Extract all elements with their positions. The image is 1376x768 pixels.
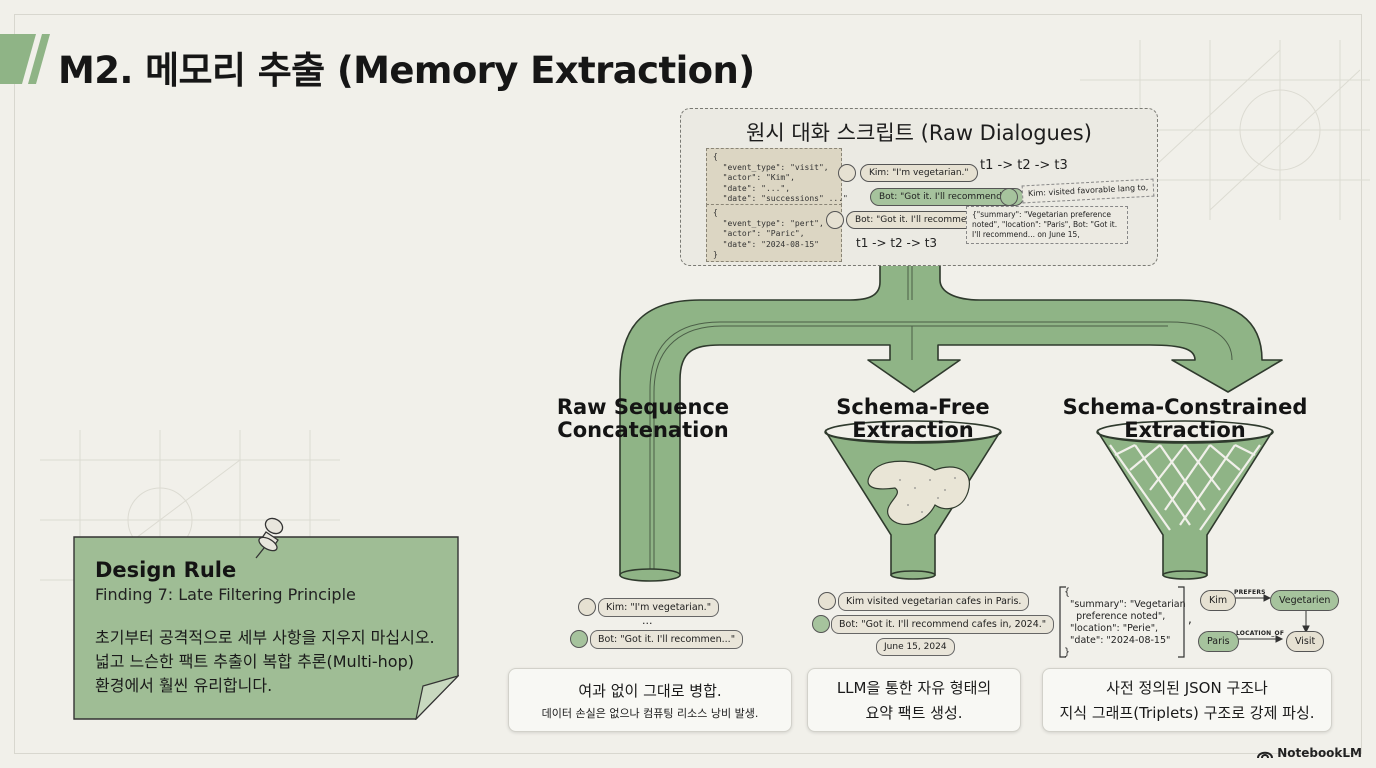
brand-watermark: NotebookLM <box>1257 746 1362 760</box>
method-label-schema-free: Schema-Free Extraction <box>773 396 1053 442</box>
triplet-node-vegetarian: Vegetarien <box>1270 590 1340 611</box>
design-rule-line2: 넓고 느슨한 팩트 추출이 복합 추론(Multi-hop) <box>95 652 414 671</box>
json-bracket-icon <box>1059 586 1185 658</box>
user-avatar-icon-4 <box>818 592 836 610</box>
design-rule-subtitle: Finding 7: Late Filtering Principle <box>95 585 356 604</box>
desc-free-line1: LLM을 통한 자유 형태의 <box>836 679 992 697</box>
design-rule-line3: 환경에서 훨씬 유리합니다. <box>95 676 273 695</box>
design-rule-title: Design Rule <box>95 558 237 582</box>
raw-dialogues-title: 원시 대화 스크립트 (Raw Dialogues) <box>746 121 1092 145</box>
slide-frame <box>14 14 1362 754</box>
method-label-schema-constrained: Schema-Constrained Extraction <box>1045 396 1325 442</box>
method-label-schema-constrained-line2: Extraction <box>1124 418 1246 442</box>
notebooklm-logo-icon <box>1257 751 1274 759</box>
triplet-node-paris: Paris <box>1198 631 1239 652</box>
desc-raw-line1: 여과 없이 그대로 병합. <box>578 681 722 700</box>
user-avatar-icon-3 <box>578 598 596 616</box>
pushpin-icon <box>255 517 284 559</box>
raw-example-user: Kim: "I'm vegetarian." <box>598 598 720 617</box>
triplet-node-kim: Kim <box>1200 590 1237 611</box>
method-label-raw-line2: Concatenation <box>557 418 729 442</box>
triplet-node-visit: Visit <box>1286 631 1325 652</box>
free-example-bot: Bot: "Got it. I'll recommend cafes in, 2… <box>831 615 1055 634</box>
bot-avatar-icon-3 <box>812 615 830 633</box>
desc-constrained-line1: 사전 정의된 JSON 구조나 <box>1106 679 1268 697</box>
method-label-schema-free-line1: Schema-Free <box>836 395 990 419</box>
free-example-date: June 15, 2024 <box>876 638 955 656</box>
raw-sequence-2: t1 -> t2 -> t3 <box>856 236 938 250</box>
raw-example-ellipsis: ... <box>642 614 653 627</box>
bot-avatar-icon-2 <box>570 630 588 648</box>
raw-sequence-1: t1 -> t2 -> t3 <box>980 158 1068 173</box>
desc-card-schema-free: LLM을 통한 자유 형태의 요약 팩트 생성. <box>807 668 1021 732</box>
user-avatar-icon <box>838 164 856 182</box>
triplet-edge-location: LOCATION_OF <box>1236 630 1285 637</box>
raw-json-card-2: { "event_type": "pert", "actor": "Paric"… <box>706 204 842 262</box>
design-rule-line1: 초기부터 공격적으로 세부 사항을 지우지 마십시오. <box>95 628 435 647</box>
method-label-schema-free-line2: Extraction <box>852 418 974 442</box>
triplet-graph-edges <box>1230 594 1310 643</box>
raw-bubble-user: Kim: "I'm vegetarian." <box>860 164 978 182</box>
free-example-user: Kim visited vegetarian cafes in Paris. <box>838 592 1030 611</box>
title-accent-bar <box>0 34 50 84</box>
raw-bubble-bot: Bot: "Got it. I'll recommend..." <box>870 188 1024 206</box>
bot-avatar-icon <box>1000 188 1018 206</box>
constrained-json-result: { "summary": "Vegetarian preference note… <box>1064 587 1186 658</box>
method-label-raw-line1: Raw Sequence <box>556 395 730 419</box>
method-label-raw: Raw Sequence Concatenation <box>503 396 783 442</box>
desc-constrained-line2: 지식 그래프(Triplets) 구조로 강제 파싱. <box>1059 704 1315 722</box>
design-rule-note <box>73 536 459 720</box>
desc-card-raw: 여과 없이 그대로 병합. 데이터 손실은 없으나 컴퓨팅 리소스 낭비 발생. <box>508 668 792 732</box>
triplet-edge-prefers: PREFERS <box>1234 589 1266 596</box>
user-avatar-icon-2 <box>826 211 844 229</box>
page-title: M2. 메모리 추출 (Memory Extraction) <box>58 49 755 92</box>
brand-label: NotebookLM <box>1277 746 1362 760</box>
desc-raw-line2: 데이터 손실은 없으나 컴퓨팅 리소스 낭비 발생. <box>541 706 759 720</box>
json-comma: , <box>1188 612 1192 626</box>
desc-card-schema-constrained: 사전 정의된 JSON 구조나 지식 그래프(Triplets) 구조로 강제 … <box>1042 668 1332 732</box>
raw-json-card-1: { "event_type": "visit", "actor": "Kim",… <box>706 148 848 214</box>
raw-side-note-2: {"summary": "Vegetarian preference noted… <box>966 206 1128 244</box>
method-label-schema-constrained-line1: Schema-Constrained <box>1062 395 1308 419</box>
desc-free-line2: 요약 팩트 생성. <box>865 704 963 722</box>
raw-bubble-bot-2: Bot: "Got it. I'll recommend..." <box>846 211 1000 229</box>
raw-example-bot: Bot: "Got it. I'll recommen..." <box>590 630 744 649</box>
